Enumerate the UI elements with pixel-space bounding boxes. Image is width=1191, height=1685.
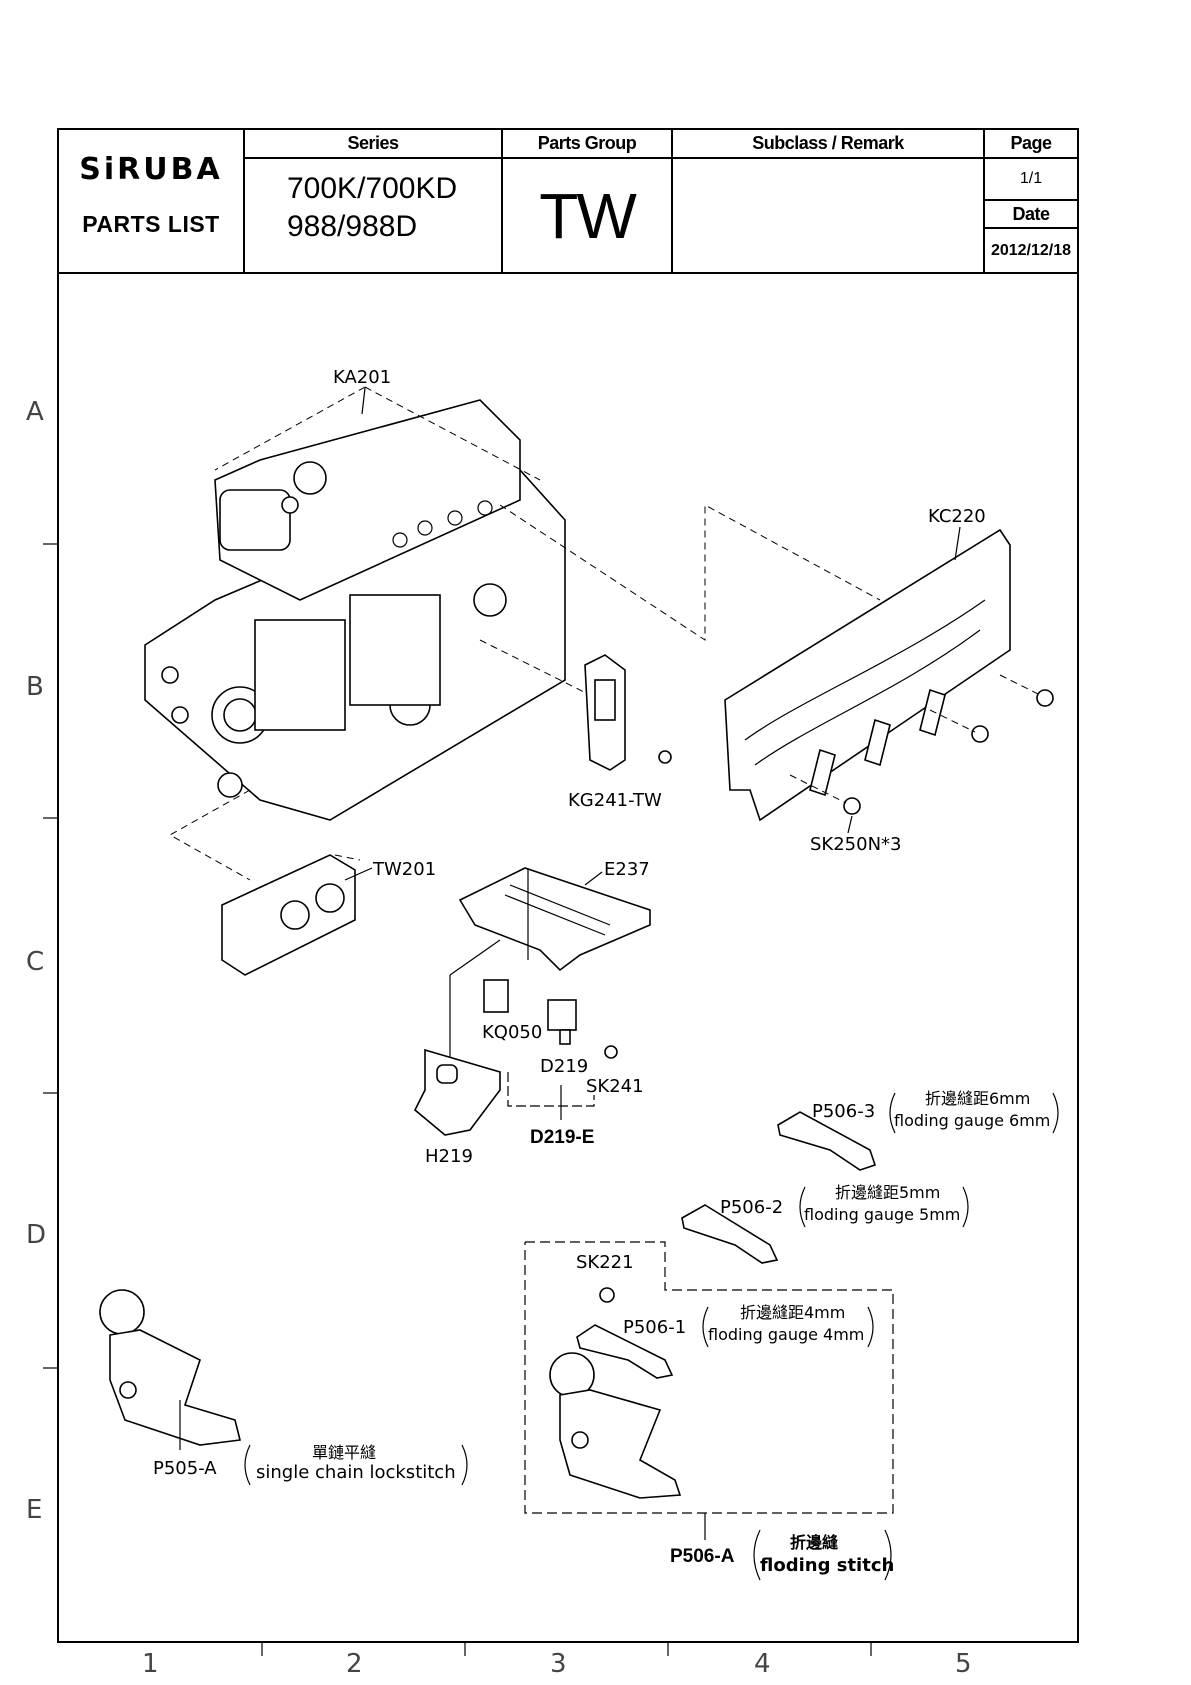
siruba-logo: SiRUBA [79, 151, 223, 187]
label-kq050: KQ050 [482, 1022, 542, 1043]
page-label: Page [1010, 133, 1052, 153]
divider [985, 199, 1077, 201]
grid-ticks [43, 543, 872, 1656]
title-block: SiRUBA PARTS LIST Series 700K/700KD 988/… [59, 130, 1077, 274]
date-label: Date [1012, 203, 1050, 224]
tw201-drawing [221, 854, 356, 976]
kc220-drawing [724, 528, 1011, 822]
divider [501, 130, 503, 272]
p506a-group-box [524, 1241, 894, 1514]
grid-col-5: 5 [955, 1649, 972, 1679]
note-p506a-zh: 折邊縫 [790, 1533, 839, 1552]
parts-list-sheet: SiRUBA PARTS LIST Series 700K/700KD 988/… [57, 128, 1079, 1643]
note-p5062-zh: 折邊縫距5mm [835, 1183, 940, 1202]
kg241-drawing [584, 654, 672, 771]
label-kc220: KC220 [928, 506, 986, 527]
divider [983, 130, 985, 272]
e237-drawing [458, 867, 651, 972]
label-p5063: P506-3 [812, 1101, 875, 1122]
page-value: 1/1 [1019, 170, 1043, 187]
presser-foot-p506a-drawing [549, 1352, 682, 1499]
note-p5063-zh: 折邊縫距6mm [925, 1089, 1030, 1108]
p5061-drawing [576, 1324, 674, 1379]
series-line-2: 988/988D [287, 210, 418, 243]
grid-row-b: B [26, 672, 44, 702]
label-sk221: SK221 [576, 1252, 634, 1273]
note-p5062-en: floding gauge 5mm [804, 1205, 960, 1224]
assembly-lines [168, 386, 881, 881]
sk221-screw [599, 1287, 615, 1303]
label-kg241: KG241-TW [568, 790, 662, 811]
label-e237: E237 [604, 859, 650, 880]
presser-foot-p505a-drawing [99, 1289, 241, 1446]
kq050-drawing [483, 979, 509, 1013]
note-p5061-en: floding gauge 4mm [708, 1325, 864, 1344]
note-p5061-zh: 折邊縫距4mm [740, 1303, 845, 1322]
note-p505a-zh: 單鏈平縫 [312, 1443, 376, 1462]
label-p505a: P505-A [153, 1458, 217, 1479]
h219-drawing [414, 1048, 501, 1136]
label-h219: H219 [425, 1146, 473, 1167]
divider [243, 130, 245, 272]
label-tw201: TW201 [372, 859, 436, 880]
label-sk250: SK250N*3 [810, 834, 902, 855]
label-d219e: D219-E [530, 1127, 594, 1148]
divider [671, 130, 673, 272]
note-p506a-en: floding stitch [760, 1555, 894, 1576]
remark-label: Subclass / Remark [752, 133, 904, 153]
grid-row-e: E [26, 1495, 42, 1525]
grid-row-a: A [26, 397, 44, 427]
p5062-drawing [681, 1204, 779, 1264]
note-p505a-en: single chain lockstitch [256, 1462, 456, 1483]
parts-group-label: Parts Group [537, 133, 637, 153]
machine-frame-drawing [144, 399, 566, 821]
label-p5061: P506-1 [623, 1317, 686, 1338]
series-line-1: 700K/700KD [287, 172, 458, 205]
sk250-screws [789, 674, 1054, 815]
d219-drawing [547, 999, 577, 1045]
sk241-screw [604, 1045, 618, 1059]
date-value: 2012/12/18 [990, 241, 1072, 259]
p5063-drawing [777, 1111, 877, 1171]
e237-leader-lines [449, 868, 529, 1060]
series-label: Series [347, 133, 399, 153]
label-sk241: SK241 [586, 1076, 644, 1097]
note-p5063-en: floding gauge 6mm [894, 1111, 1050, 1130]
label-ka201: KA201 [333, 367, 391, 388]
grid-row-d: D [26, 1220, 46, 1250]
grid-col-2: 2 [346, 1649, 363, 1679]
grid-row-c: C [26, 947, 44, 977]
label-d219: D219 [540, 1056, 588, 1077]
label-p506a: P506-A [670, 1546, 735, 1567]
grid-col-1: 1 [142, 1649, 159, 1679]
label-p5062: P506-2 [720, 1197, 783, 1218]
divider [245, 157, 1077, 159]
doc-type: PARTS LIST [82, 210, 220, 237]
grid-col-3: 3 [550, 1649, 567, 1679]
grid-col-4: 4 [754, 1649, 771, 1679]
divider [985, 227, 1077, 229]
parts-group-value: TW [539, 179, 637, 252]
